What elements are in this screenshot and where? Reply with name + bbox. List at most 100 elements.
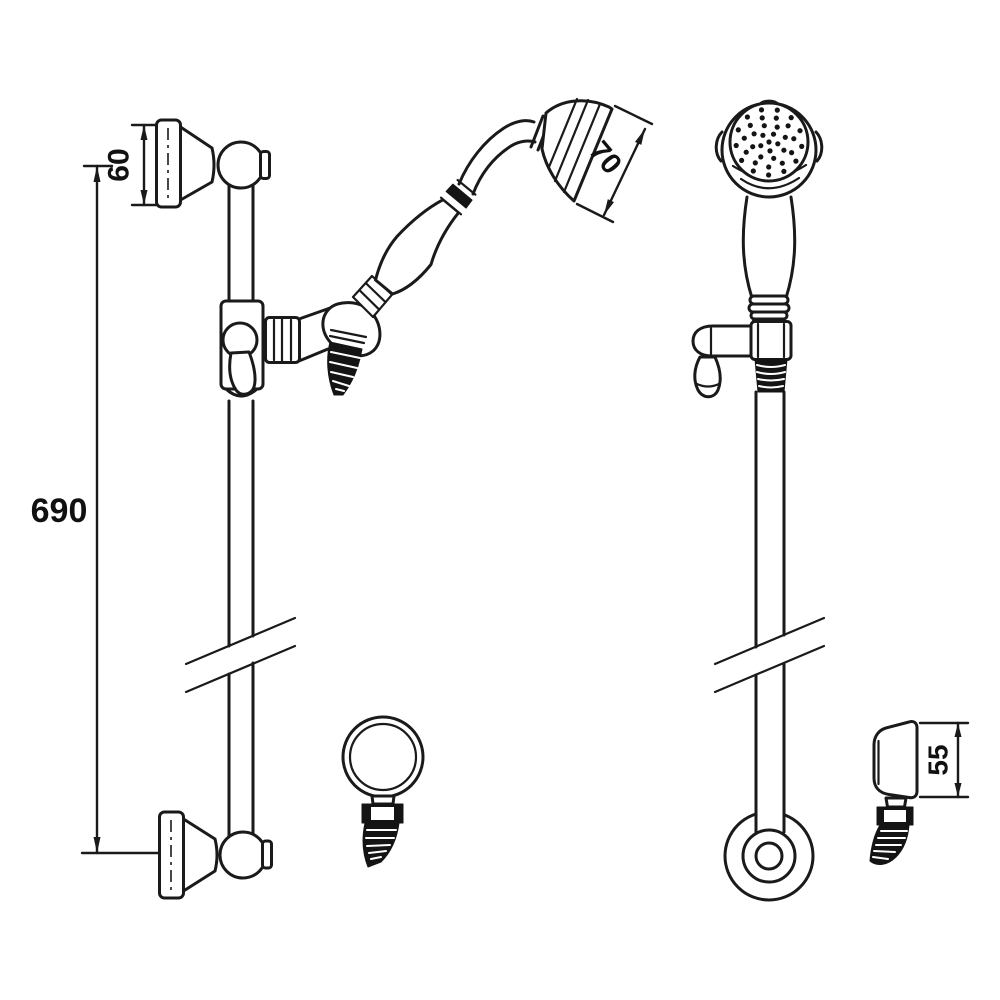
bracket-cone (179, 125, 216, 202)
slider-bottom (224, 387, 259, 398)
hose-ribs (756, 364, 786, 389)
spray-hole (782, 134, 788, 140)
spray-hole (799, 143, 805, 149)
spray-hole (750, 144, 756, 150)
ball-joint (216, 140, 266, 190)
spray-hole (788, 115, 794, 121)
dimension-rail-length: 690 (31, 164, 160, 855)
ring-neck (370, 794, 396, 806)
spray-hole (781, 168, 787, 174)
spray-hole (759, 115, 765, 121)
handle-base-rings (747, 294, 791, 328)
spray-hole (733, 142, 739, 149)
arrow-down-icon (140, 190, 148, 205)
spray-hole (735, 127, 741, 133)
dim-label-60: 60 (103, 148, 136, 181)
dim-label-55: 55 (923, 744, 954, 775)
spray-hole (766, 172, 772, 178)
spray-hole (797, 128, 803, 134)
spray-hole (774, 124, 780, 130)
spray-hole (771, 155, 777, 161)
slider-lever (228, 350, 257, 396)
arrow-down-icon (954, 783, 962, 797)
rail-middle (227, 399, 255, 648)
arrow-down-icon (93, 837, 101, 853)
spray-hole (744, 114, 751, 120)
dimension-bracket-height: 60 (103, 123, 180, 207)
hex-nut-face (884, 810, 906, 822)
dim-extension-line (613, 104, 654, 126)
spray-hole (741, 135, 747, 141)
wall-holder-detail: 55 (869, 720, 970, 865)
break-lines (713, 616, 826, 694)
slide-rail-front (713, 390, 826, 902)
rail-lower (754, 662, 786, 834)
side-view: 70 (155, 97, 654, 900)
holder-cup (872, 720, 919, 800)
holder-neck (884, 796, 908, 809)
handle-body (374, 198, 461, 296)
spray-hole (758, 143, 764, 149)
neck-outer (457, 119, 536, 186)
spray-hole (750, 168, 756, 174)
ring-outer (341, 715, 425, 799)
hose-ferrule (328, 328, 368, 345)
hand-shower-front (714, 99, 824, 328)
spray-hole (766, 139, 772, 145)
neck-inner (471, 139, 537, 196)
collar-grip-band (445, 183, 473, 209)
spray-hole (793, 158, 799, 164)
spray-hole (760, 132, 766, 138)
holder-arm (691, 324, 753, 358)
rail-upper (227, 182, 255, 304)
spray-hole (791, 136, 797, 142)
wall-flange-inner (754, 841, 784, 871)
arrow-up-icon (635, 129, 645, 145)
spray-hole (761, 123, 767, 129)
holder-block-lines (756, 322, 786, 359)
holder-lever-knob (693, 355, 722, 399)
spray-hole (779, 160, 785, 166)
spray-hole (770, 131, 777, 137)
spray-dots (733, 107, 805, 178)
ring-inner (348, 722, 418, 792)
ball-cap (261, 839, 273, 870)
handle-left-edge (741, 195, 754, 300)
head-cone (540, 99, 614, 203)
arrow-down-icon (604, 199, 614, 215)
spray-hole (752, 160, 758, 166)
spray-hole (775, 141, 781, 147)
dim-label-690: 690 (31, 492, 88, 530)
spray-hole (751, 131, 757, 137)
arrow-up-icon (140, 125, 148, 140)
spray-hole (739, 157, 745, 163)
head-rim-ears (714, 130, 824, 163)
hose-ring-detail (341, 715, 425, 868)
socket-ring-lines (272, 317, 293, 363)
spray-hole (781, 147, 787, 153)
wall-bracket-bottom (158, 810, 273, 900)
rail-lower (227, 661, 255, 838)
hex-nut-face (371, 807, 394, 820)
lever-knob-seam (695, 382, 721, 388)
spray-hole (774, 107, 780, 113)
spray-hole (773, 115, 779, 121)
ball-cap (259, 150, 271, 180)
dim-extension-line (575, 202, 615, 224)
slide-rail-side (184, 182, 297, 838)
hose-ribs (329, 351, 361, 392)
spray-hole (747, 122, 753, 128)
slider-holder-front (691, 320, 793, 399)
spray-hole (743, 149, 749, 155)
ball-joint (218, 830, 268, 880)
slider-holder-side (219, 299, 335, 398)
arrow-up-icon (954, 723, 962, 737)
spray-hole (758, 154, 764, 160)
bracket-cone (182, 817, 219, 893)
wall-bracket-top (155, 118, 271, 209)
hand-shower-side (351, 97, 614, 319)
spray-hole (766, 164, 772, 170)
spray-hole (758, 107, 765, 113)
